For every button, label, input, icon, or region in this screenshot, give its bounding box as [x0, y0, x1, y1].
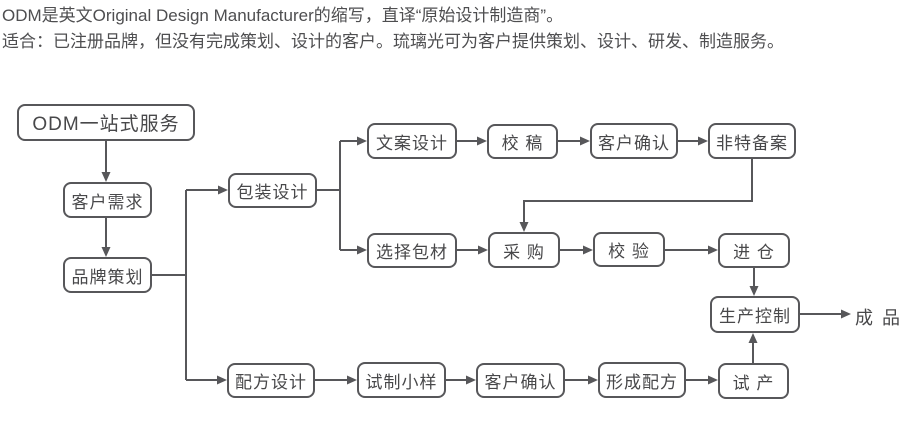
flow-node-select-packaging: 选择包材	[367, 233, 457, 268]
flow-node-customer-needs: 客户需求	[63, 182, 152, 218]
flow-node-non-special-filing: 非特备案	[708, 123, 796, 159]
flow-node-formula-formation: 形成配方	[598, 362, 686, 398]
flow-node-warehousing: 进 仓	[718, 233, 790, 268]
flow-node-customer-confirm-copy: 客户确认	[590, 123, 678, 159]
flow-node-packaging-design: 包装设计	[228, 173, 317, 208]
flow-node-proofreading: 校 稿	[487, 124, 558, 159]
flow-node-verification: 校 验	[593, 232, 665, 267]
flow-node-formula-design: 配方设计	[227, 363, 315, 398]
connector-brand-branch-trunk	[152, 190, 187, 380]
flow-node-odm-service: ODM一站式服务	[17, 104, 195, 141]
flow-node-trial-sample: 试制小样	[357, 362, 446, 398]
flow-node-copy-design: 文案设计	[367, 123, 457, 159]
intro-text: ODM是英文Original Design Manufacturer的缩写，直译…	[2, 3, 784, 55]
flow-node-procurement: 采 购	[488, 232, 560, 268]
intro-line-1: ODM是英文Original Design Manufacturer的缩写，直译…	[2, 6, 564, 25]
connector-filing-to-procurement	[519, 159, 753, 232]
intro-line-2: 适合：已注册品牌，但没有完成策划、设计的客户。琉璃光可为客户提供策划、设计、研发…	[2, 32, 784, 51]
finished-product-label: 成 品	[855, 308, 900, 328]
flow-node-production-control: 生产控制	[710, 296, 800, 333]
connector-packaging-branch-trunk	[317, 141, 341, 250]
flow-node-brand-planning: 品牌策划	[63, 257, 152, 293]
flow-node-customer-confirm-formula: 客户确认	[476, 363, 565, 398]
flow-node-trial-production: 试 产	[718, 363, 789, 399]
